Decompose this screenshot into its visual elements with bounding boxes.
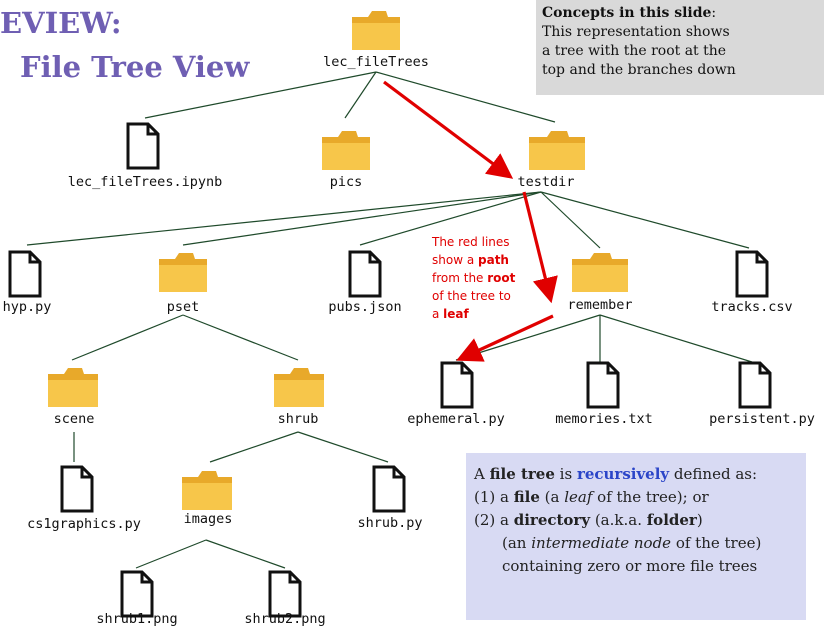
file-icon[interactable]	[586, 361, 620, 413]
file-icon[interactable]	[372, 465, 406, 517]
def-text: (2) a	[474, 511, 514, 529]
edge-testdir-tracks	[540, 191, 750, 249]
folder-icon[interactable]	[180, 468, 234, 516]
folder-icon[interactable]	[320, 128, 372, 176]
node-label-shrub1[interactable]: shrub1.png	[96, 611, 178, 627]
node-label-ephemeral[interactable]: ephemeral.py	[407, 411, 505, 427]
file-icon[interactable]	[60, 465, 94, 517]
def-bold: file tree	[489, 465, 555, 483]
folder-icon[interactable]	[157, 250, 209, 298]
def-text: )	[696, 511, 703, 529]
path-note-bold: path	[478, 253, 509, 267]
node-label-shrubpy[interactable]: shrub.py	[357, 515, 423, 531]
concepts-line-2: a tree with the root at the	[542, 43, 727, 59]
node-label-remember[interactable]: remember	[567, 297, 633, 313]
def-text: is	[554, 465, 577, 483]
def-bold: file	[513, 488, 540, 506]
edge-testdir-pset	[182, 191, 542, 246]
path-note-bold: root	[487, 271, 516, 285]
node-label-pubs[interactable]: pubs.json	[328, 299, 402, 315]
path-arrow-root-testdir	[383, 80, 514, 179]
file-icon[interactable]	[126, 122, 160, 174]
edge-remember-persistent	[599, 314, 753, 363]
def-text: A	[474, 465, 490, 483]
def-italic: leaf	[564, 488, 593, 506]
def-line-5: containing zero or more file trees	[502, 557, 758, 575]
edge-pset-scene	[71, 314, 184, 361]
concepts-heading: Concepts in this slide	[542, 5, 712, 21]
def-text: (1) a	[474, 488, 514, 506]
node-label-ipynb[interactable]: lec_fileTrees.ipynb	[67, 174, 223, 190]
edge-images-shrub1	[135, 539, 207, 569]
node-label-cs1graphics[interactable]: cs1graphics.py	[27, 516, 141, 532]
def-bold: folder	[646, 511, 697, 529]
folder-icon[interactable]	[350, 8, 402, 56]
path-note-text: a	[432, 307, 444, 321]
file-icon[interactable]	[8, 250, 42, 302]
node-label-pics[interactable]: pics	[329, 174, 363, 190]
file-icon[interactable]	[268, 570, 302, 622]
path-note-bold: leaf	[443, 307, 469, 321]
def-text: of the tree); or	[592, 488, 709, 506]
edge-root-ipynb	[144, 71, 377, 119]
path-annotation: The red lines show a path from the root …	[432, 233, 542, 323]
path-note-text: show a	[432, 253, 478, 267]
def-text: defined as:	[669, 465, 758, 483]
folder-icon[interactable]	[272, 365, 326, 413]
def-highlight: recursively	[576, 465, 670, 483]
slide-subtitle: File Tree View	[20, 50, 250, 84]
file-icon[interactable]	[348, 250, 382, 302]
edge-images-shrub2	[205, 539, 286, 569]
definition-box: A file tree is recursively defined as: (…	[466, 453, 806, 620]
concepts-box: Concepts in this slide: This representat…	[536, 0, 824, 95]
node-label-shrub[interactable]: shrub	[277, 411, 319, 427]
node-label-testdir[interactable]: testdir	[517, 174, 575, 190]
def-italic: intermediate node	[531, 534, 672, 552]
folder-icon[interactable]	[570, 250, 630, 298]
def-text: (a.k.a.	[590, 511, 647, 529]
node-label-pset[interactable]: pset	[166, 299, 200, 315]
node-label-shrub2[interactable]: shrub2.png	[244, 611, 326, 627]
node-label-hyp[interactable]: hyp.py	[2, 299, 52, 315]
path-note-text: from the	[432, 271, 488, 285]
path-note-line-4: of the tree to	[432, 289, 511, 303]
folder-icon[interactable]	[46, 365, 100, 413]
node-label-tracks[interactable]: tracks.csv	[711, 299, 793, 315]
path-arrow-testdir-remember	[522, 191, 558, 304]
folder-icon[interactable]	[527, 128, 587, 176]
edge-pset-shrub	[182, 314, 299, 361]
edge-testdir-pubs	[359, 191, 542, 246]
concepts-colon: :	[711, 5, 717, 21]
edge-shrub-images	[209, 431, 299, 463]
def-text: of the tree)	[671, 534, 762, 552]
concepts-line-1: This representation shows	[542, 24, 730, 40]
file-icon[interactable]	[738, 361, 772, 413]
file-icon[interactable]	[735, 250, 769, 302]
edge-testdir-hyp	[26, 191, 542, 246]
concepts-line-3: top and the branches down	[542, 62, 736, 78]
file-icon[interactable]	[120, 570, 154, 622]
node-label-root[interactable]: lec_fileTrees	[323, 54, 429, 70]
edge-shrub-shrubpy	[297, 431, 389, 463]
slide-title: EVIEW:	[0, 6, 122, 40]
edge-root-testdir	[375, 71, 556, 123]
node-label-images[interactable]: images	[183, 511, 233, 527]
def-bold: directory	[513, 511, 591, 529]
def-text: (an	[502, 534, 532, 552]
file-icon[interactable]	[440, 361, 474, 413]
node-label-persistent[interactable]: persistent.py	[709, 411, 815, 427]
edge-root-pics	[344, 71, 377, 119]
node-label-memories[interactable]: memories.txt	[555, 411, 653, 427]
def-text: (a	[539, 488, 565, 506]
path-note-line-1: The red lines	[432, 235, 510, 249]
edge-testdir-remember	[540, 191, 601, 249]
node-label-scene[interactable]: scene	[53, 411, 95, 427]
path-arrow-remember-ephemeral	[456, 314, 554, 362]
